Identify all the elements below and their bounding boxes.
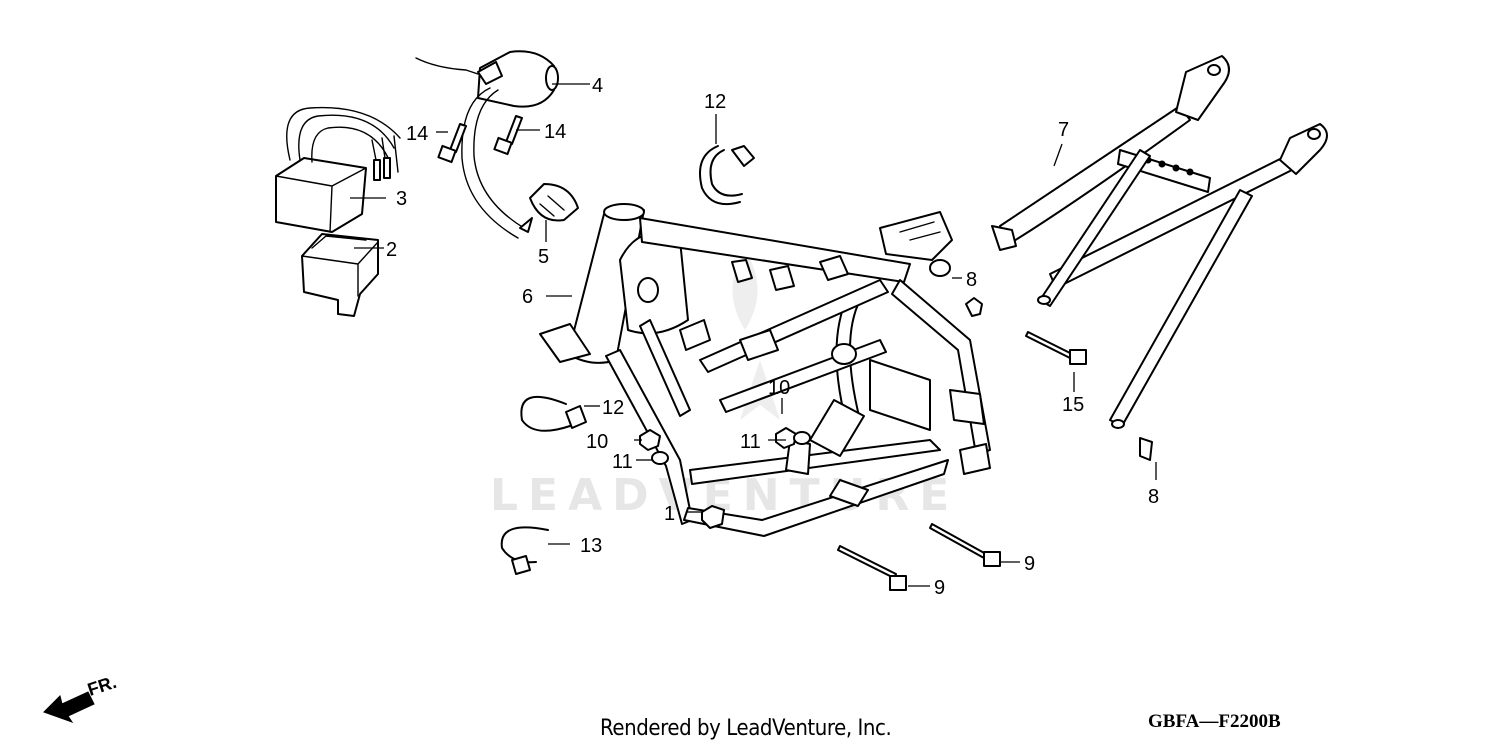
hardware <box>639 297 1153 591</box>
callout-15: 15 <box>1062 394 1084 416</box>
wire-clamp-lower <box>520 395 587 432</box>
callout-9a: 9 <box>934 577 945 599</box>
callout-9b: 9 <box>1024 553 1035 575</box>
callout-11b: 11 <box>740 431 761 453</box>
cdi-rubber-mount <box>301 233 379 317</box>
footer-credit: Rendered by LeadVenture, Inc. <box>600 716 892 741</box>
callout-6: 6 <box>522 286 533 308</box>
callout-10a: 10 <box>586 431 608 453</box>
front-direction-indicator: FR. <box>43 672 119 723</box>
callout-5: 5 <box>538 246 549 268</box>
wire-clamp-upper <box>699 145 755 206</box>
ignition-coil <box>415 50 559 239</box>
callout-11a: 11 <box>612 451 633 473</box>
front-label: FR. <box>85 672 119 700</box>
callout-14a: 14 <box>406 123 428 145</box>
wire-band-13 <box>500 526 549 575</box>
callout-7: 7 <box>1058 119 1069 141</box>
front-arrow-icon <box>43 691 95 723</box>
cdi-unit <box>275 106 401 233</box>
sub-frame <box>991 55 1328 429</box>
callout-leaders <box>350 83 1157 587</box>
bolts-14 <box>437 115 523 164</box>
callout-2: 2 <box>386 239 397 261</box>
callout-13: 13 <box>580 535 602 557</box>
callout-12a: 12 <box>704 91 726 113</box>
callout-1: 1 <box>664 503 675 525</box>
callout-8b: 8 <box>1148 486 1159 508</box>
spark-plug-cap <box>529 183 579 222</box>
diagram-code: GBFA—F2200B <box>1148 711 1281 732</box>
callout-4: 4 <box>592 75 603 97</box>
callout-8a: 8 <box>966 269 977 291</box>
callout-10b: 10 <box>768 377 790 399</box>
callout-3: 3 <box>396 188 407 210</box>
callout-labels: 1 2 3 4 5 6 7 8 8 9 9 10 10 11 11 12 12 … <box>386 75 1159 599</box>
callout-12b: 12 <box>602 397 624 419</box>
main-frame <box>539 203 991 537</box>
callout-14b: 14 <box>544 121 566 143</box>
